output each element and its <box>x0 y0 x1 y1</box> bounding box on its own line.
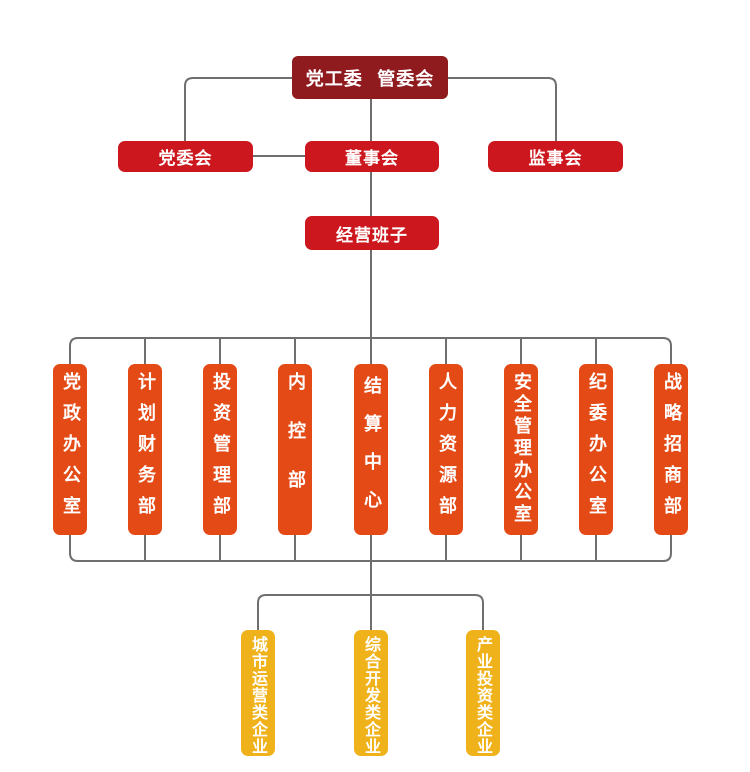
department-label: 内 控 部 <box>285 372 306 493</box>
department-label: 人力资源部 <box>436 372 457 527</box>
enterprise-box: 城市运营类企业 <box>241 630 275 756</box>
department-label: 结算中心 <box>361 376 382 528</box>
department-label: 投资管理部 <box>210 372 231 527</box>
party-committee-box: 党委会 <box>118 141 253 172</box>
management-team-label: 经营班子 <box>336 225 408 246</box>
department-box: 党政办公室 <box>53 364 87 535</box>
department-label: 党政办公室 <box>60 372 81 527</box>
department-label: 安全管理办公室 <box>511 372 532 526</box>
enterprise-box: 综合开发类企业 <box>354 630 388 756</box>
department-label: 计划财务部 <box>135 372 156 527</box>
department-label: 纪委办公室 <box>586 372 607 527</box>
department-box: 安全管理办公室 <box>504 364 538 535</box>
department-box: 投资管理部 <box>203 364 237 535</box>
department-label: 战略招商部 <box>661 372 682 527</box>
department-box: 战略招商部 <box>654 364 688 535</box>
top-org-box: 党工委 管委会 <box>292 56 448 99</box>
enterprise-label: 产业投资类企业 <box>474 636 493 755</box>
board-box: 董事会 <box>305 141 439 172</box>
department-box: 人力资源部 <box>429 364 463 535</box>
party-committee-label: 党委会 <box>158 149 213 169</box>
enterprise-label: 城市运营类企业 <box>249 636 268 755</box>
enterprise-label: 综合开发类企业 <box>362 636 381 755</box>
department-box: 计划财务部 <box>128 364 162 535</box>
supervisory-board-box: 监事会 <box>488 141 623 172</box>
enterprise-box: 产业投资类企业 <box>466 630 500 756</box>
supervisory-board-label: 监事会 <box>528 149 583 169</box>
department-box: 结算中心 <box>354 364 388 535</box>
top-org-label: 党工委 管委会 <box>305 68 435 90</box>
department-box: 纪委办公室 <box>579 364 613 535</box>
management-team-box: 经营班子 <box>305 216 439 250</box>
board-label: 董事会 <box>345 149 399 169</box>
department-box: 内 控 部 <box>278 364 312 535</box>
